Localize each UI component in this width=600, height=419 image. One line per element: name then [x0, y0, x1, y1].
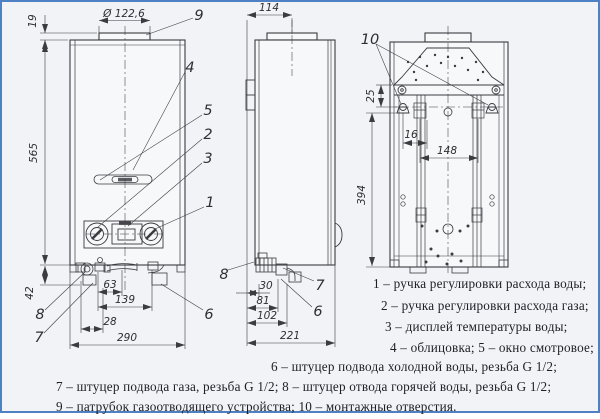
dim-flue-diameter: Ø 122,6: [102, 8, 145, 20]
wall-bracket: [245, 79, 256, 111]
door-handle: [334, 222, 343, 248]
dimension-lines: [40, 12, 479, 349]
combustion-hood: [393, 47, 505, 96]
front-view: [69, 26, 186, 292]
dim-side-114: 114: [259, 2, 279, 14]
base: [389, 255, 509, 274]
callout-3: 3: [203, 151, 212, 167]
dimension-labels: Ø 122,6 19 565 42 63 139 28 290 114 30 8…: [24, 2, 457, 344]
legend-item-6: 6 – штуцер подвода холодной воды, резьба…: [271, 359, 558, 374]
callout-leaders: [43, 17, 489, 334]
dim-side-81: 81: [256, 295, 269, 307]
callout-8-side: 8: [219, 267, 228, 283]
dim-front-28: 28: [103, 316, 117, 328]
legend-item-3: 3 – дисплей температуры воды;: [385, 319, 568, 334]
callout-10: 10: [361, 32, 379, 48]
legend-item-2: 2 – ручка регулировки расхода газа;: [381, 298, 589, 313]
side-view: [245, 18, 343, 283]
dim-front-139: 139: [115, 294, 135, 306]
dim-rear-25: 25: [365, 89, 377, 103]
rear-view: [389, 26, 509, 274]
legend-item-4-5: 4 – облицовка; 5 – окно смотровое;: [390, 340, 594, 355]
callout-numbers: 9 4 5 2 3 1 8 7 6 8 7 6 10: [34, 8, 379, 346]
dim-side-30: 30: [259, 280, 273, 292]
legend-item-7-8: 7 – штуцер подвода газа, резьба G 1/2; 8…: [56, 379, 552, 394]
callout-2: 2: [203, 127, 212, 143]
callout-9: 9: [194, 8, 203, 24]
callout-7-front: 7: [34, 330, 44, 346]
dim-rear-394: 394: [356, 185, 368, 205]
dim-front-63: 63: [103, 279, 116, 291]
dim-front-width: 290: [117, 332, 137, 344]
back-panel-holes: [420, 107, 470, 266]
dim-rear-16: 16: [404, 129, 418, 141]
callout-5: 5: [203, 103, 212, 119]
callout-6-side: 6: [313, 304, 322, 320]
callout-1: 1: [205, 195, 214, 211]
front-fittings: [75, 257, 168, 286]
dim-side-102: 102: [257, 310, 277, 322]
callout-8-front: 8: [35, 307, 44, 323]
side-fittings: [255, 252, 302, 283]
dim-collar-height: 19: [27, 14, 39, 28]
dim-body-height: 565: [28, 143, 40, 163]
callout-6-front: 6: [204, 307, 213, 323]
dim-side-depth: 221: [280, 330, 300, 342]
legend-item-1: 1 – ручка регулировки расхода воды;: [373, 276, 587, 291]
dim-bottom-offset: 42: [24, 286, 36, 300]
dim-rear-148: 148: [437, 145, 457, 157]
callout-7-side: 7: [315, 278, 325, 294]
mounting-rails: [400, 95, 495, 267]
callout-4: 4: [185, 60, 194, 76]
legend-item-9-10: 9 – патрубок газоотводящего устройства; …: [56, 399, 457, 414]
